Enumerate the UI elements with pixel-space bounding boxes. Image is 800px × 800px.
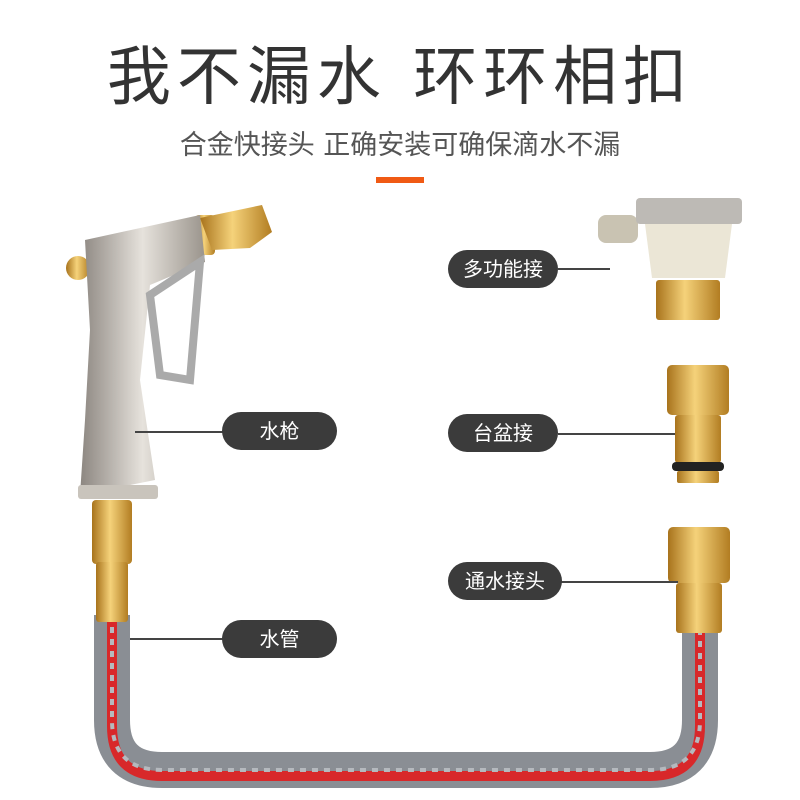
hose [94,610,718,788]
leader-line-multi [558,268,610,270]
leader-line-basin [558,433,675,435]
leader-line-gun [135,431,225,433]
label-hose: 水管 [222,620,337,658]
multi-connector [598,198,742,320]
leader-line-water-connector [560,581,678,583]
label-basin-connector: 台盆接 [448,414,558,452]
water-connector [668,527,730,633]
label-multi-connector: 多功能接 [448,250,558,288]
label-water-gun: 水枪 [222,412,337,450]
page-title: 我不漏水 环环相扣 [106,41,694,115]
leader-line-hose [130,638,225,640]
water-gun [66,205,272,622]
accent-divider [376,177,424,183]
page-subtitle: 合金快接头 正确安装可确保滴水不漏 [179,130,621,161]
label-water-connector: 通水接头 [448,562,562,600]
basin-connector [667,365,729,483]
